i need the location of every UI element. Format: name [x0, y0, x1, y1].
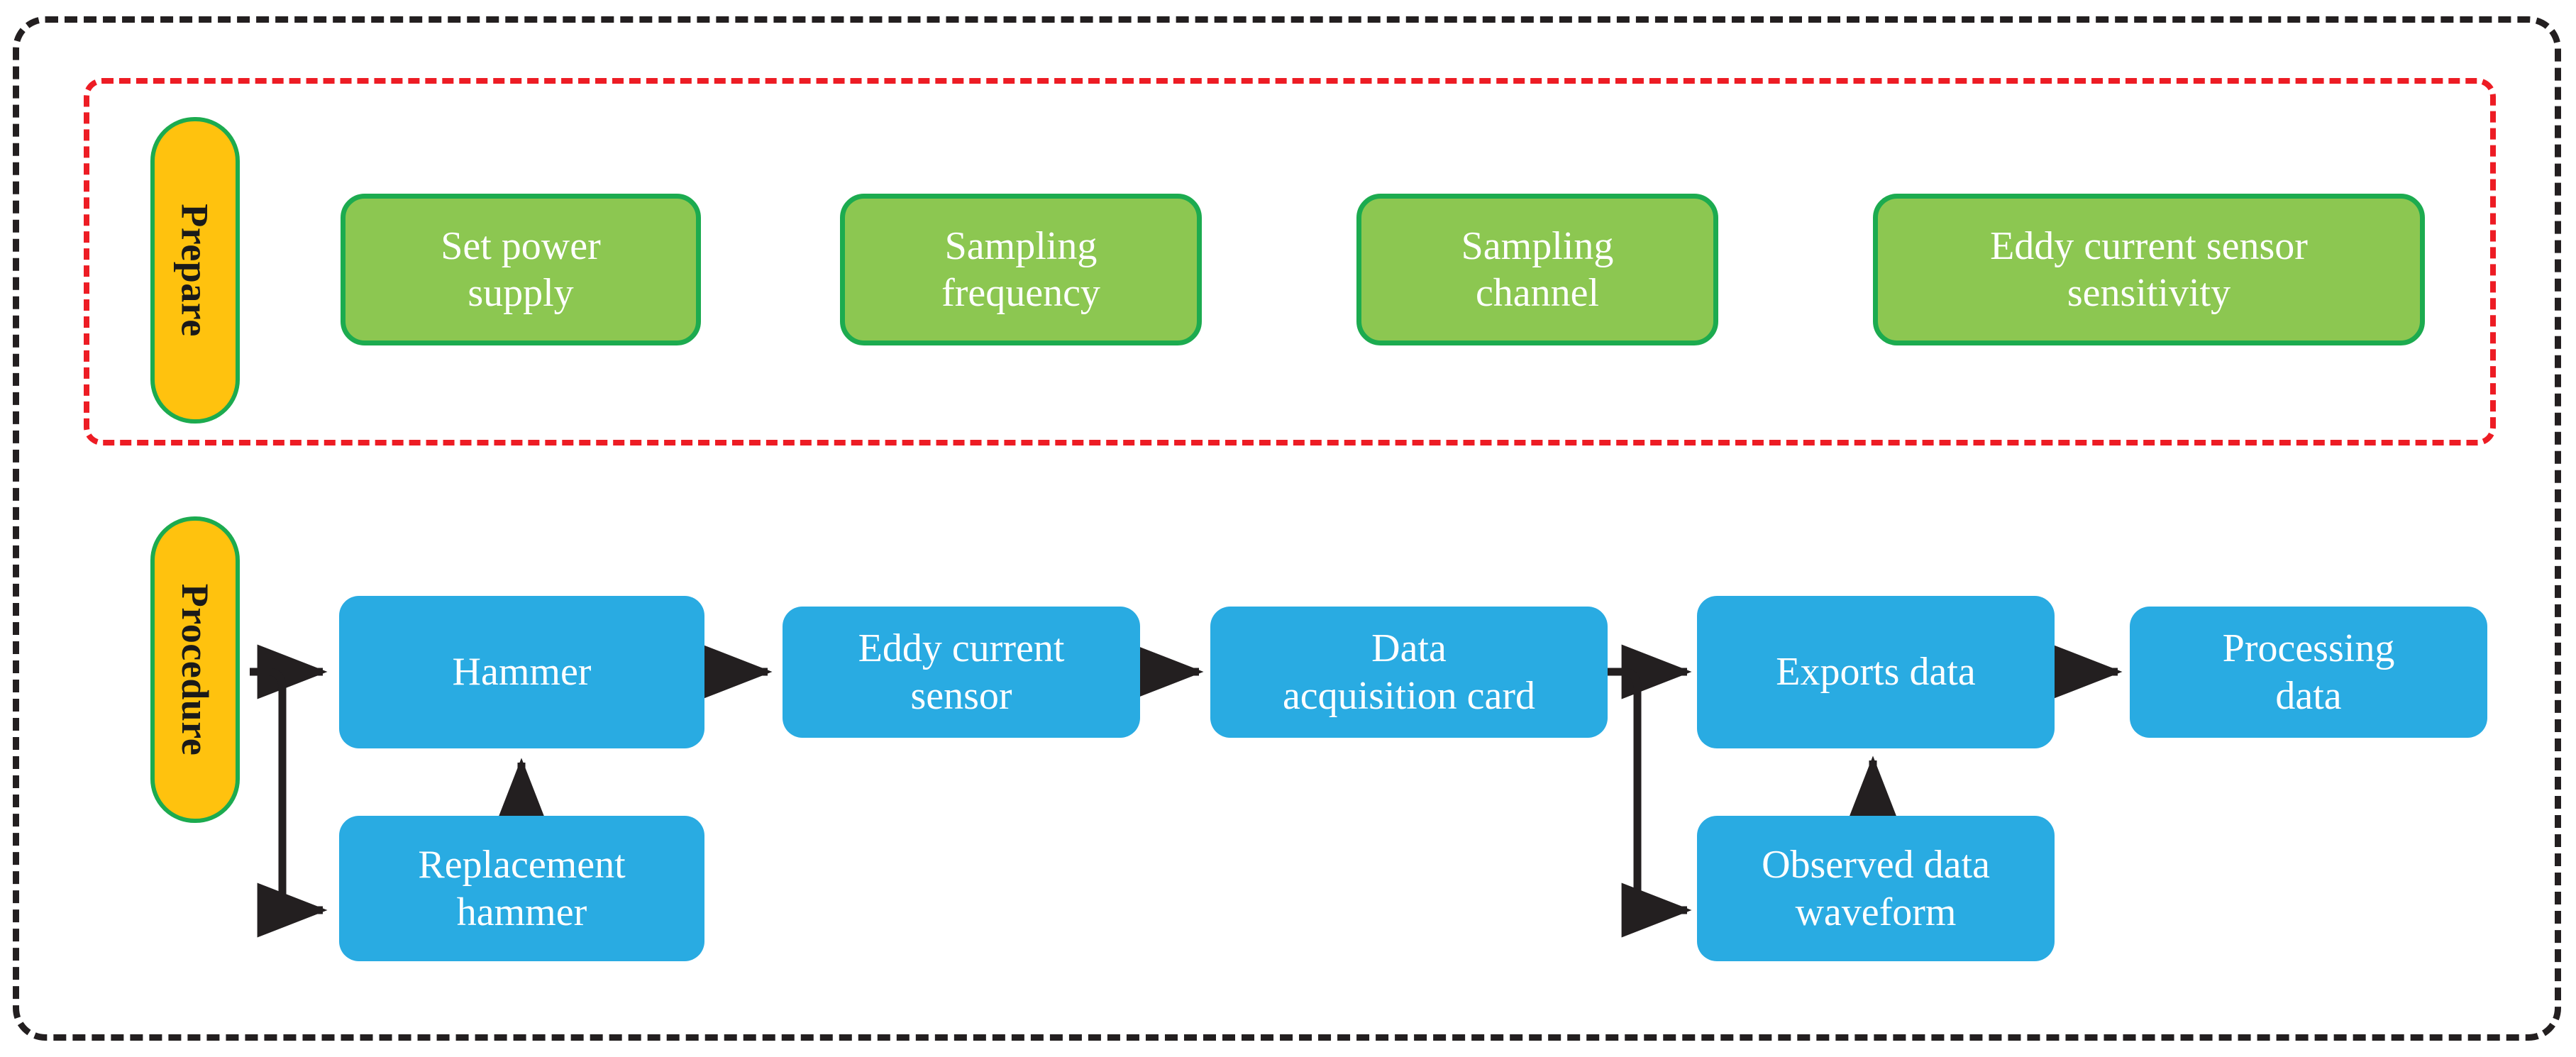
node-eddy-current-sensor-label: Eddy current sensor	[858, 626, 1065, 718]
lane-pill-prepare-label: Prepare	[174, 204, 216, 337]
node-eddy-current-sensor-sensitivity-label: Eddy current sensor sensitivity	[1990, 223, 2308, 315]
node-observed-data-waveform[interactable]: Observed data waveform	[1697, 816, 2055, 961]
node-sampling-frequency-label: Sampling frequency	[941, 223, 1100, 315]
node-eddy-current-sensor-sensitivity[interactable]: Eddy current sensor sensitivity	[1873, 194, 2425, 345]
node-exports-data[interactable]: Exports data	[1697, 596, 2055, 748]
lane-pill-prepare[interactable]: Prepare	[150, 117, 240, 424]
node-sampling-channel[interactable]: Sampling channel	[1356, 194, 1718, 345]
edge-procedure-to-replacement-hammer	[253, 668, 328, 938]
node-hammer-label: Hammer	[452, 650, 592, 694]
lane-pill-procedure[interactable]: Procedure	[150, 516, 240, 823]
node-replacement-hammer[interactable]: Replacement hammer	[339, 816, 704, 961]
node-set-power-supply-label: Set power supply	[441, 223, 601, 315]
node-replacement-hammer-label: Replacement hammer	[418, 843, 626, 934]
node-set-power-supply[interactable]: Set power supply	[341, 194, 701, 345]
node-data-acquisition-card-label: Data acquisition card	[1282, 626, 1536, 718]
node-data-acquisition-card[interactable]: Data acquisition card	[1210, 607, 1608, 738]
node-hammer[interactable]: Hammer	[339, 596, 704, 748]
node-eddy-current-sensor[interactable]: Eddy current sensor	[783, 607, 1140, 738]
node-observed-data-waveform-label: Observed data waveform	[1762, 843, 1990, 934]
lane-pill-procedure-label: Procedure	[174, 583, 216, 756]
node-sampling-channel-label: Sampling channel	[1461, 223, 1614, 315]
node-exports-data-label: Exports data	[1776, 650, 1976, 694]
edge-data-acquisition-card-to-observed-data-waveform	[1608, 668, 1692, 938]
node-processing-data-label: Processing data	[2222, 626, 2395, 718]
node-processing-data[interactable]: Processing data	[2130, 607, 2487, 738]
node-sampling-frequency[interactable]: Sampling frequency	[840, 194, 1202, 345]
